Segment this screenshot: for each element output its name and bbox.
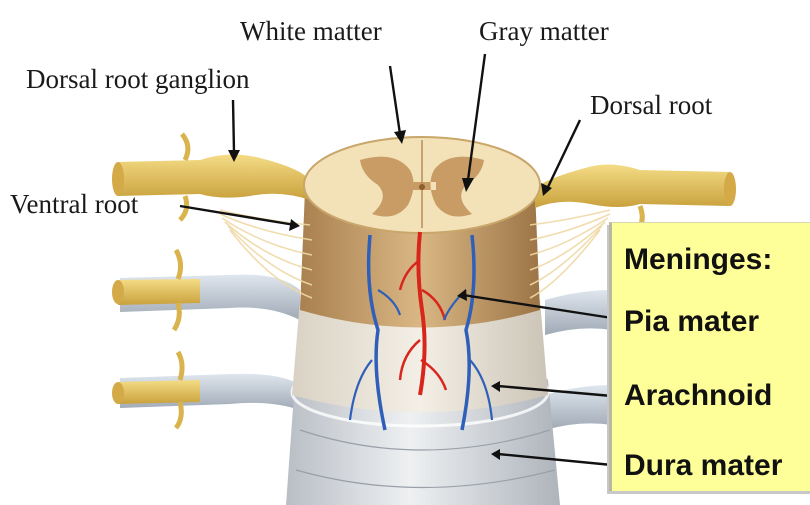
dorsal-root-ganglion-nerve-left (112, 134, 310, 220)
arachnoid-label: Arachnoid (624, 381, 772, 411)
ventral-root-label: Ventral root (10, 191, 138, 218)
white-matter-label: White matter (240, 18, 382, 45)
pia-mater-label: Pia mater (624, 307, 759, 337)
dura-mater-label: Dura mater (624, 451, 782, 481)
dorsal-root-ganglion-label: Dorsal root ganglion (26, 66, 249, 93)
dorsal-root-label: Dorsal root (590, 92, 712, 119)
lower-spinal-nerves-left (112, 250, 300, 428)
meninges-callout: Meninges: Pia mater Arachnoid Dura mater (609, 222, 810, 491)
gray-matter-label: Gray matter (479, 18, 609, 45)
lower-spinal-nerves-right (545, 290, 612, 430)
meninges-heading: Meninges: (624, 245, 772, 275)
